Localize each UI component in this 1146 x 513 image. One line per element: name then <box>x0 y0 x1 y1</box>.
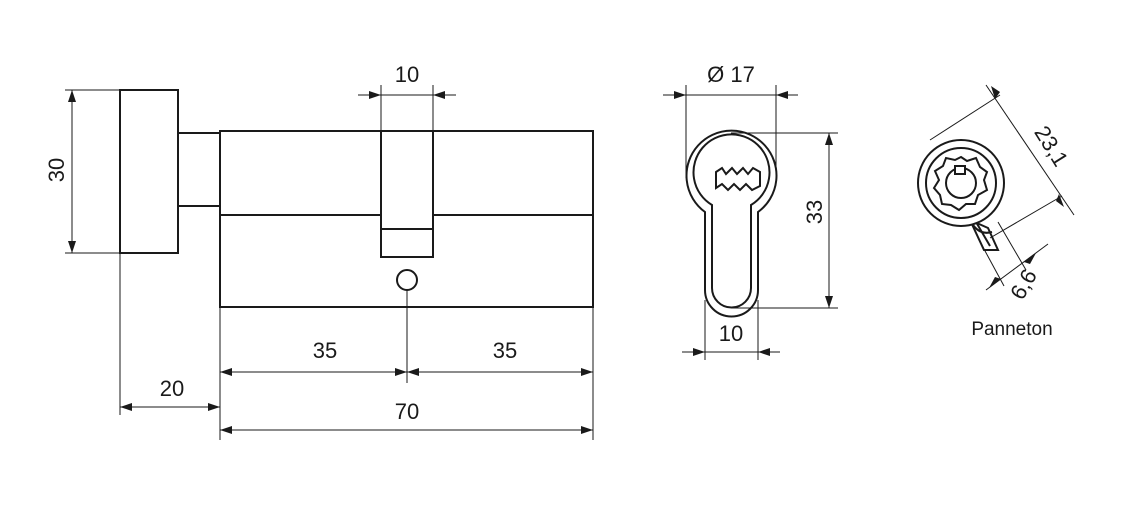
profile-inner-outline <box>692 133 771 309</box>
cam-notch <box>954 165 966 175</box>
cam-middle-ring <box>925 147 997 219</box>
arrowhead <box>369 91 381 99</box>
arrowhead <box>989 277 1001 288</box>
dimension-line <box>985 84 1075 216</box>
extension-line <box>929 94 1001 141</box>
cam-outer-ring <box>917 139 1005 227</box>
arrowhead <box>395 368 407 376</box>
dimension-label-right-body: 35 <box>493 338 517 363</box>
arrowhead <box>991 86 1000 99</box>
cam-hub <box>932 155 989 212</box>
arrowhead <box>693 348 705 356</box>
arrowhead <box>407 368 419 376</box>
knob-shaft <box>177 132 221 207</box>
dimension-label-cam-width: 6,6 <box>1005 265 1042 304</box>
cam-slot <box>380 130 434 258</box>
dimension-label-cam-slot: 10 <box>395 62 419 87</box>
thumb-turn-knob <box>119 89 179 254</box>
extension-line <box>977 237 1005 287</box>
arrowhead <box>1024 253 1036 264</box>
dimension-label-profile-height: 33 <box>802 200 827 224</box>
arrowhead <box>120 403 132 411</box>
arrowhead <box>581 426 593 434</box>
arrowhead <box>68 90 76 102</box>
arrowhead <box>220 426 232 434</box>
dimension-label-knob-length: 20 <box>160 376 184 401</box>
arrowhead <box>433 91 445 99</box>
arrowhead <box>825 133 833 145</box>
cam-view: 23,1 6,6 Panneton <box>917 84 1075 340</box>
dimension-label-profile-width: 10 <box>719 321 743 346</box>
dimension-label-diameter: Ø 17 <box>707 62 755 87</box>
dimension-label-total-length: 70 <box>395 399 419 424</box>
arrowhead <box>220 368 232 376</box>
dimension-label-left-body: 35 <box>313 338 337 363</box>
arrowhead <box>758 348 770 356</box>
cam-lobe-edge <box>975 221 991 247</box>
keyway <box>715 166 761 192</box>
front-view: Ø 17 33 10 <box>663 62 838 360</box>
arrowhead <box>825 296 833 308</box>
dimension-label-knob-height: 30 <box>44 158 69 182</box>
arrowhead <box>1056 194 1064 207</box>
dimension-label-cam-length: 23,1 <box>1029 121 1073 171</box>
arrowhead <box>674 91 686 99</box>
extension-line <box>997 221 1027 271</box>
side-view: 10 30 35 35 20 70 <box>44 62 594 440</box>
profile-outline <box>685 129 778 318</box>
arrowhead <box>68 241 76 253</box>
cam-caption: Panneton <box>971 319 1052 340</box>
arrowhead <box>776 91 788 99</box>
arrowhead <box>208 403 220 411</box>
extension-line <box>989 195 1063 239</box>
arrowhead <box>581 368 593 376</box>
